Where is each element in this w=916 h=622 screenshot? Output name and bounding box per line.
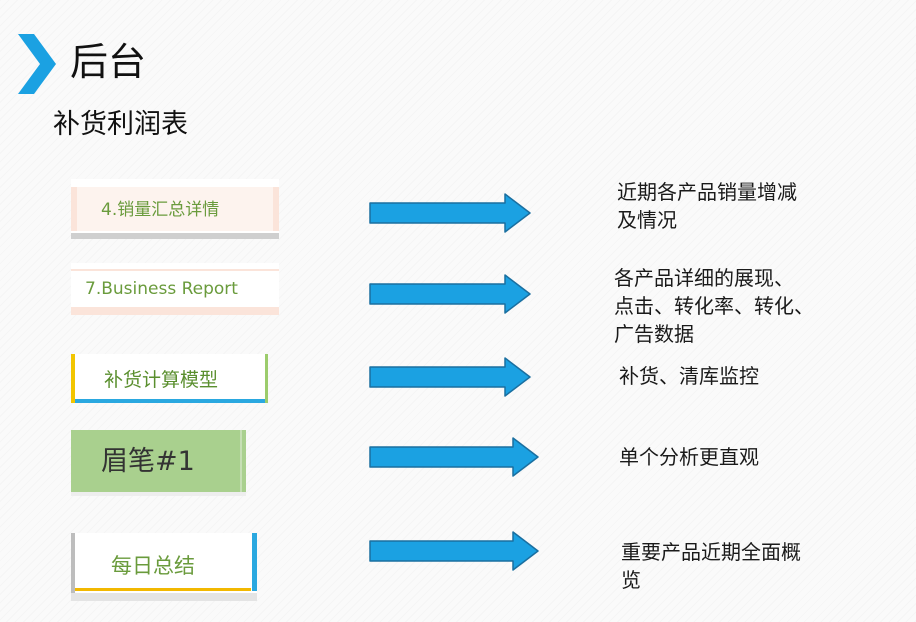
thumbnail-top-line <box>71 269 279 271</box>
sheet-thumbnail-sales-summary: 4.销量汇总详情 <box>71 179 279 239</box>
arrow-right-icon <box>369 531 539 571</box>
thumbnail-label: 眉笔#1 <box>101 446 195 477</box>
sheet-thumbnail-eyebrow-pencil: 眉笔#1 <box>71 430 246 496</box>
thumbnail-underline <box>75 588 251 591</box>
thumbnail-left-bar <box>71 354 75 403</box>
thumbnail-shadow <box>71 593 257 601</box>
thumbnail-shadow <box>71 233 279 239</box>
sheet-thumbnail-business-report: 7.Business Report <box>71 263 279 315</box>
thumbnail-inner <box>77 187 273 231</box>
thumbnail-right-bar <box>265 354 268 403</box>
thumbnail-shadow <box>71 307 279 315</box>
row-description: 各产品详细的展现、 点击、转化率、转化、 广告数据 <box>614 266 814 346</box>
thumbnail-left-bar <box>71 533 75 593</box>
chevron-right-icon <box>18 34 56 94</box>
thumbnail-label: 补货计算模型 <box>104 369 219 391</box>
thumbnail-label: 每日总结 <box>111 554 195 578</box>
page-title: 后台 <box>70 40 147 84</box>
sheet-thumbnail-restock-model: 补货计算模型 <box>71 354 268 403</box>
row-description: 近期各产品销量增减 及情况 <box>617 180 797 232</box>
thumbnail-label: 4.销量汇总详情 <box>101 200 220 220</box>
arrow-right-icon <box>369 357 531 397</box>
arrow-right-icon <box>369 274 531 314</box>
arrow-right-icon <box>369 193 531 233</box>
row-description: 补货、清库监控 <box>619 364 759 388</box>
thumbnail-underline <box>75 399 265 403</box>
sheet-thumbnail-daily-summary: 每日总结 <box>71 533 257 601</box>
arrow-right-icon <box>369 437 539 477</box>
row-description: 单个分析更直观 <box>619 445 759 469</box>
thumbnail-right-bar <box>252 533 257 591</box>
thumbnail-right-line <box>240 430 242 496</box>
thumbnail-shadow <box>71 492 246 496</box>
thumbnail-label: 7.Business Report <box>85 279 238 299</box>
row-description: 重要产品近期全面概 览 <box>621 540 801 592</box>
page-subtitle: 补货利润表 <box>53 109 188 140</box>
